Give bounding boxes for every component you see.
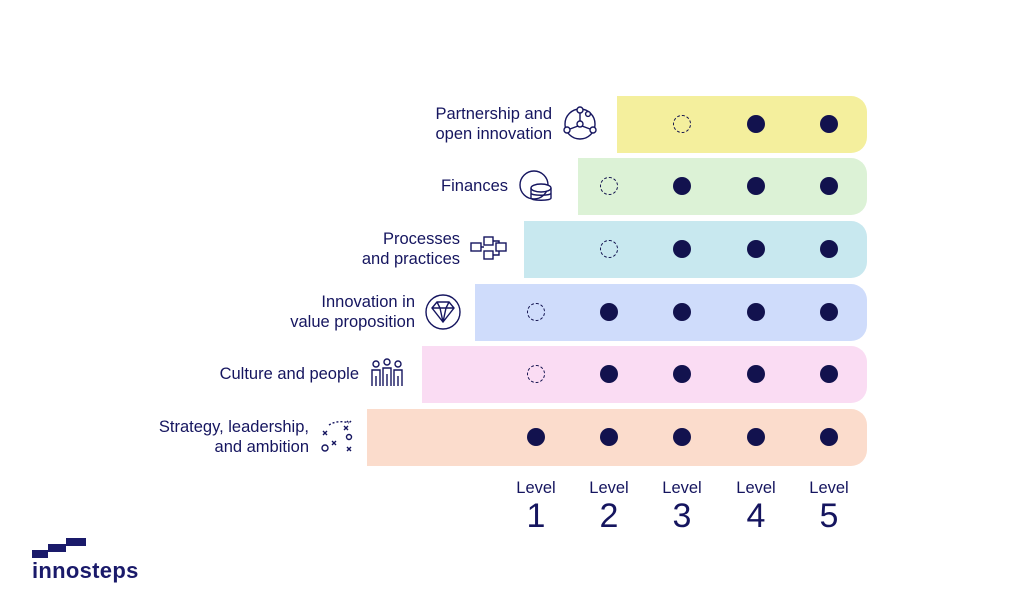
dot-dashed (527, 365, 545, 383)
level-word: Level (589, 479, 629, 497)
row-label: Processes and practices (361, 230, 460, 268)
dot-filled (600, 303, 618, 321)
level-number: 5 (819, 497, 839, 535)
coins-icon (519, 170, 552, 201)
dot-filled (600, 365, 618, 383)
dot-dashed (600, 240, 618, 258)
dot-filled (600, 428, 618, 446)
dot-filled (747, 240, 765, 258)
row-label: Finances (441, 177, 508, 195)
diamond-icon (425, 294, 461, 330)
dot-dashed (673, 115, 691, 133)
dot-dashed (527, 303, 545, 321)
dot-filled (820, 115, 838, 133)
dot-dashed (600, 177, 618, 195)
level-word: Level (809, 479, 849, 497)
dot-filled (673, 365, 691, 383)
dot-filled (527, 428, 545, 446)
dot-filled (820, 365, 838, 383)
dot-filled (820, 177, 838, 195)
level-number: 2 (599, 497, 619, 535)
network-icon (563, 106, 597, 140)
dot-filled (820, 428, 838, 446)
dot-filled (747, 303, 765, 321)
level-word: Level (516, 479, 556, 497)
level-number: 4 (746, 497, 766, 535)
dot-filled (673, 240, 691, 258)
dot-filled (747, 115, 765, 133)
row-band (524, 221, 867, 278)
row-label: Innovation in value proposition (290, 293, 415, 331)
row-label: Strategy, leadership, and ambition (158, 418, 309, 456)
dot-filled (747, 365, 765, 383)
level-word: Level (736, 479, 776, 497)
row-band (422, 346, 867, 403)
dot-filled (673, 177, 691, 195)
dot-filled (673, 303, 691, 321)
level-number: 3 (672, 497, 692, 535)
flowchart-icon (470, 236, 507, 260)
row-label: Culture and people (219, 365, 359, 383)
row-band (578, 158, 867, 215)
people-icon (371, 358, 403, 386)
dot-filled (820, 303, 838, 321)
logo-text: innosteps (32, 558, 139, 583)
strategy-icon (321, 420, 353, 452)
row-label: Partnership and open innovation (435, 105, 552, 143)
dot-filled (747, 428, 765, 446)
dot-filled (747, 177, 765, 195)
dot-filled (820, 240, 838, 258)
level-number: 1 (526, 497, 546, 535)
level-word: Level (662, 479, 702, 497)
logo-steps-icon (32, 538, 86, 558)
dot-filled (673, 428, 691, 446)
